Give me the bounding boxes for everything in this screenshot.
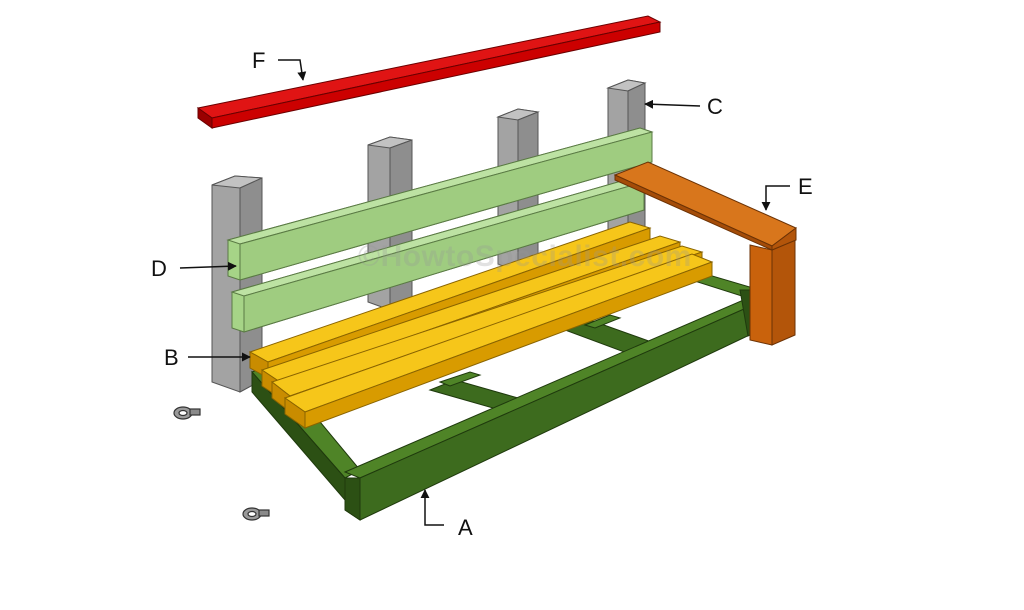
back-post-left: [211, 175, 263, 393]
top-rail: [196, 15, 662, 129]
label-a: A: [458, 515, 473, 540]
seat-slat-front: [283, 253, 714, 429]
leader-d: [179, 261, 237, 271]
leader-f: [278, 59, 307, 81]
backrest-slat-upper: [226, 127, 654, 281]
base-frame: [251, 264, 762, 521]
label-c: C: [707, 94, 723, 119]
label-e: E: [798, 174, 813, 199]
leader-e: [761, 185, 790, 211]
label-d: D: [151, 256, 167, 281]
eye-bolt-lower: [242, 507, 270, 521]
label-f: F: [252, 48, 266, 73]
watermark: ©HowtoSpecialist.com: [358, 240, 692, 273]
eye-bolt-upper: [173, 406, 201, 420]
leader-a: [420, 489, 444, 526]
armrest: [613, 161, 797, 346]
leader-c: [644, 99, 701, 109]
label-b: B: [164, 345, 179, 370]
